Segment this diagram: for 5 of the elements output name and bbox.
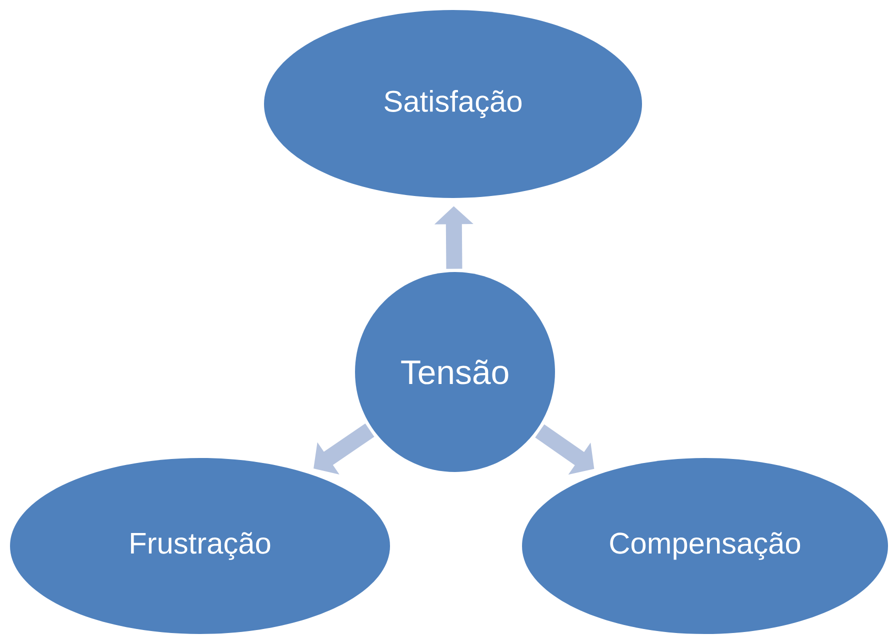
circle-node: Tensão: [355, 272, 555, 472]
ellipse-node: Compensação: [522, 458, 888, 634]
ellipse-node: Satisfação: [264, 10, 642, 198]
ellipse-node: Frustração: [10, 458, 390, 634]
block-arrow: [314, 424, 374, 475]
